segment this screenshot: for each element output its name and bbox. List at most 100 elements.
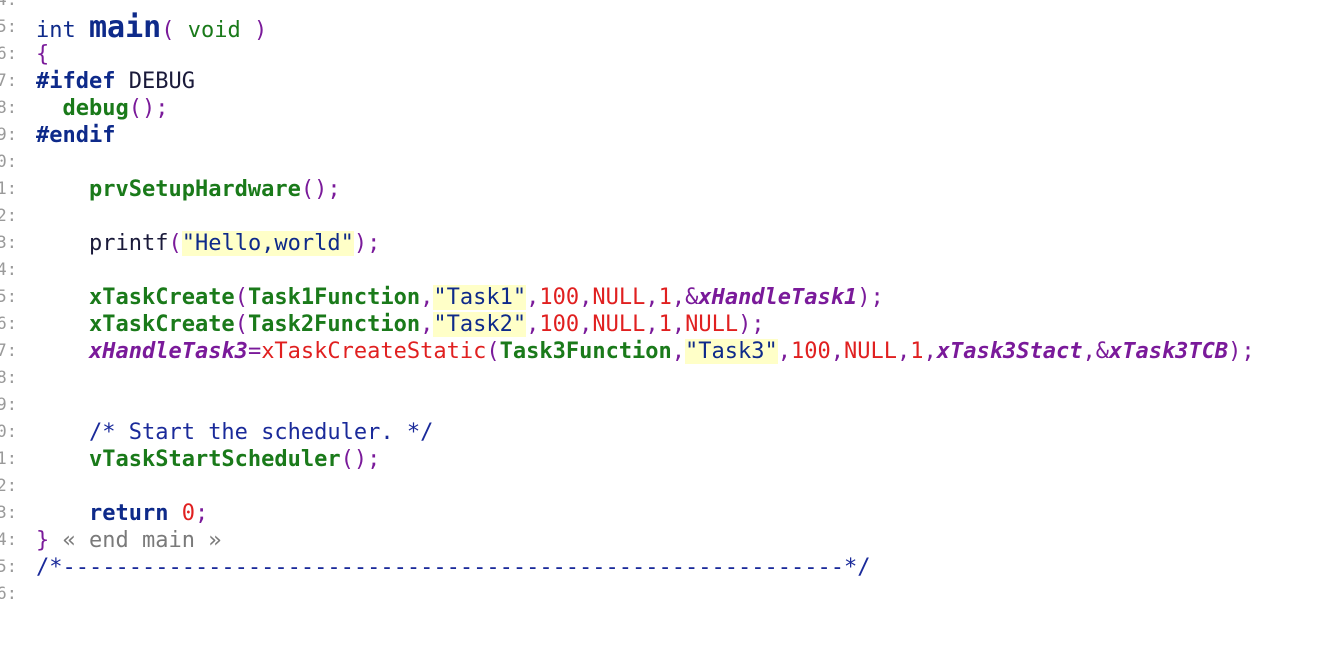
punctuation: , xyxy=(671,312,686,337)
code-text: #ifdef DEBUG xyxy=(36,68,195,95)
string-literal: "Hello,world" xyxy=(181,231,354,256)
line-number: 5: xyxy=(0,17,17,37)
preprocessor-directive: #endif xyxy=(36,123,116,148)
string-literal: "Task3" xyxy=(685,339,778,364)
line-number: 8: xyxy=(0,98,17,118)
code-line[interactable]: 4: xyxy=(0,257,1323,284)
number-literal: 100 xyxy=(791,339,831,364)
punctuation: ); xyxy=(1228,339,1255,364)
line-number: 6: xyxy=(0,584,17,604)
punctuation: , xyxy=(777,339,792,364)
function-call: vTaskStartScheduler xyxy=(88,447,341,472)
code-line[interactable]: 3: printf("Hello,world"); xyxy=(0,230,1323,257)
code-text: prvSetupHardware(); xyxy=(36,176,341,203)
code-text: debug(); xyxy=(36,95,169,122)
punctuation: ; xyxy=(194,501,209,526)
number-literal: 0 xyxy=(181,501,195,526)
number-literal: 1 xyxy=(910,339,924,364)
code-line[interactable]: 4: xyxy=(0,0,1323,14)
code-line[interactable]: 5: int main( void ) xyxy=(0,13,1323,44)
punctuation: , xyxy=(645,285,659,310)
code-line[interactable]: 9: #endif xyxy=(0,122,1323,149)
code-line[interactable]: 5: /*-----------------------------------… xyxy=(0,554,1323,581)
line-number: 5: xyxy=(0,287,17,307)
fold-marker[interactable]: « end main » xyxy=(62,528,222,553)
brace: } xyxy=(36,528,50,553)
line-number: 9: xyxy=(0,395,17,415)
punctuation: , xyxy=(923,339,937,364)
code-line[interactable]: 8: debug(); xyxy=(0,95,1323,122)
code-text: xTaskCreate(Task1Function,"Task1",100,NU… xyxy=(36,284,884,311)
punctuation: ,& xyxy=(1082,339,1109,364)
code-line[interactable]: 8: xyxy=(0,365,1323,392)
function-call: xTaskCreate xyxy=(88,312,235,337)
punctuation: ); xyxy=(353,231,381,256)
line-number: 2: xyxy=(0,476,17,496)
punctuation: , xyxy=(671,339,686,364)
punctuation: , xyxy=(579,285,593,310)
macro-null: NULL xyxy=(844,339,897,364)
code-line[interactable]: 6: { xyxy=(0,41,1323,68)
line-number: 4: xyxy=(0,0,17,10)
keyword: void xyxy=(187,18,241,43)
line-number: 3: xyxy=(0,233,17,253)
line-number: 2: xyxy=(0,206,17,226)
code-line[interactable]: 7: xHandleTask3=xTaskCreateStatic(Task3F… xyxy=(0,338,1323,365)
code-text: int main( void ) xyxy=(36,13,268,44)
code-editor[interactable]: 4: 5: int main( void ) 6: { 7: #ifdef DE… xyxy=(0,0,1323,608)
line-number: 9: xyxy=(0,125,17,145)
function-name: main xyxy=(89,10,162,45)
code-line[interactable]: 6: xyxy=(0,581,1323,608)
macro-null: NULL xyxy=(685,312,739,337)
code-line[interactable]: 7: #ifdef DEBUG xyxy=(0,68,1323,95)
punctuation: ( xyxy=(234,312,248,337)
code-text: xHandleTask3=xTaskCreateStatic(Task3Func… xyxy=(36,338,1255,365)
punctuation: , xyxy=(526,312,540,337)
number-literal: 100 xyxy=(539,312,580,337)
code-line[interactable]: 0: xyxy=(0,149,1323,176)
argument: Task3Function xyxy=(499,339,672,364)
code-line[interactable]: 2: xyxy=(0,473,1323,500)
string-literal: "Task2" xyxy=(433,312,527,337)
macro-null: NULL xyxy=(592,285,646,310)
code-line[interactable]: 2: xyxy=(0,203,1323,230)
code-line[interactable]: 1: prvSetupHardware(); xyxy=(0,176,1323,203)
function-call: printf xyxy=(88,231,169,256)
code-line[interactable]: 9: xyxy=(0,392,1323,419)
punctuation: ( xyxy=(161,18,175,43)
number-literal: 100 xyxy=(539,285,580,310)
code-text: xTaskCreate(Task2Function,"Task2",100,NU… xyxy=(36,311,765,338)
global-variable: xHandleTask3 xyxy=(88,339,248,364)
punctuation: , xyxy=(579,312,593,337)
macro-name: DEBUG xyxy=(128,69,195,94)
global-variable: xTask3Stact xyxy=(936,339,1083,364)
function-call: debug xyxy=(62,96,129,121)
code-line[interactable]: 0: /* Start the scheduler. */ xyxy=(0,419,1323,446)
code-line[interactable]: 5: xTaskCreate(Task1Function,"Task1",100… xyxy=(0,284,1323,311)
line-number: 4: xyxy=(0,260,17,280)
line-number: 0: xyxy=(0,422,17,442)
global-variable: xTask3TCB xyxy=(1108,339,1229,364)
code-line[interactable]: 1: vTaskStartScheduler(); xyxy=(0,446,1323,473)
punctuation: ( xyxy=(234,285,248,310)
punctuation: , xyxy=(526,285,540,310)
punctuation: ) xyxy=(253,18,268,43)
function-call: prvSetupHardware xyxy=(88,177,301,202)
punctuation: ( xyxy=(168,231,182,256)
punctuation: (); xyxy=(340,447,381,472)
punctuation: = xyxy=(247,339,262,364)
number-literal: 1 xyxy=(658,312,672,337)
code-line[interactable]: 3: return 0; xyxy=(0,500,1323,527)
keyword: int xyxy=(36,18,76,43)
code-text: /*--------------------------------------… xyxy=(36,554,870,581)
punctuation: (); xyxy=(300,177,341,202)
argument: Task2Function xyxy=(247,312,421,337)
code-text: /* Start the scheduler. */ xyxy=(36,419,433,446)
code-line[interactable]: 6: xTaskCreate(Task2Function,"Task2",100… xyxy=(0,311,1323,338)
punctuation: ( xyxy=(486,339,500,364)
code-line[interactable]: 4: } « end main » xyxy=(0,527,1323,554)
punctuation: ); xyxy=(857,285,884,310)
line-number: 6: xyxy=(0,44,17,64)
line-number: 3: xyxy=(0,503,17,523)
code-text: printf("Hello,world"); xyxy=(36,230,380,257)
